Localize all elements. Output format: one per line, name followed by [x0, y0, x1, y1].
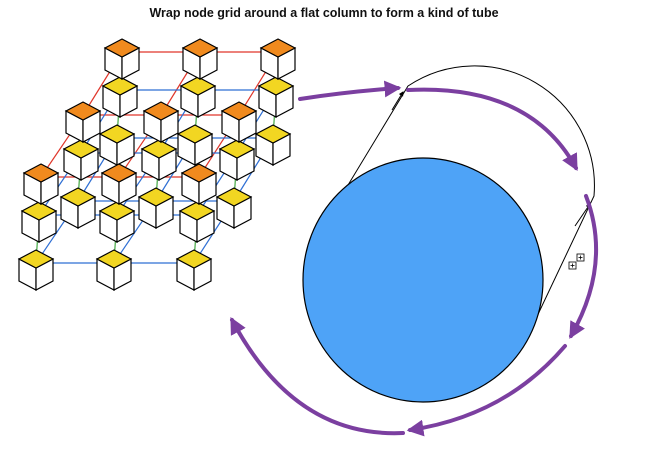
tube-back-outline	[321, 65, 595, 347]
tube-front-face	[302, 157, 544, 403]
cube-node-icon	[59, 187, 97, 229]
tube-upper-arrow-line	[391, 91, 404, 111]
cube-node-icon	[64, 101, 102, 143]
cube-node-icon	[98, 124, 136, 166]
cube-node-icon	[218, 139, 256, 181]
cube-node-icon	[180, 163, 218, 205]
grid-nodes	[17, 38, 297, 291]
tube	[302, 65, 595, 403]
cube-node-icon	[100, 163, 138, 205]
plus-box-icon	[576, 253, 585, 262]
diagram-title: Wrap node grid around a flat column to f…	[149, 6, 499, 20]
cube-node-icon	[20, 201, 58, 243]
cube-node-icon	[17, 249, 55, 291]
wrap-arrow-1	[298, 80, 402, 101]
cube-node-icon	[176, 124, 214, 166]
cube-node-icon	[95, 249, 133, 291]
cube-node-icon	[98, 201, 136, 243]
cube-node-icon	[140, 139, 178, 181]
tube-lower-arrow-line	[574, 203, 591, 227]
cube-node-icon	[181, 38, 219, 80]
cube-node-icon	[178, 201, 216, 243]
cube-node-icon	[220, 101, 258, 143]
cube-node-icon	[215, 187, 253, 229]
cube-node-icon	[62, 139, 100, 181]
cube-node-icon	[22, 163, 60, 205]
cube-node-icon	[101, 76, 139, 118]
cube-node-icon	[175, 249, 213, 291]
wrap-arrow-4	[406, 344, 567, 437]
wrap-arrow-3	[569, 194, 599, 339]
cube-node-icon	[137, 187, 175, 229]
cube-node-icon	[254, 124, 292, 166]
cube-node-icon	[103, 38, 141, 80]
cube-node-icon	[142, 101, 180, 143]
wrap-arrow-5	[230, 317, 405, 436]
cube-node-icon	[257, 76, 295, 118]
cube-node-icon	[179, 76, 217, 118]
cube-node-icon	[259, 38, 297, 80]
plus-box-icon	[568, 261, 577, 270]
wrap-arrows	[230, 80, 599, 437]
wrap-arrow-2	[406, 87, 578, 171]
